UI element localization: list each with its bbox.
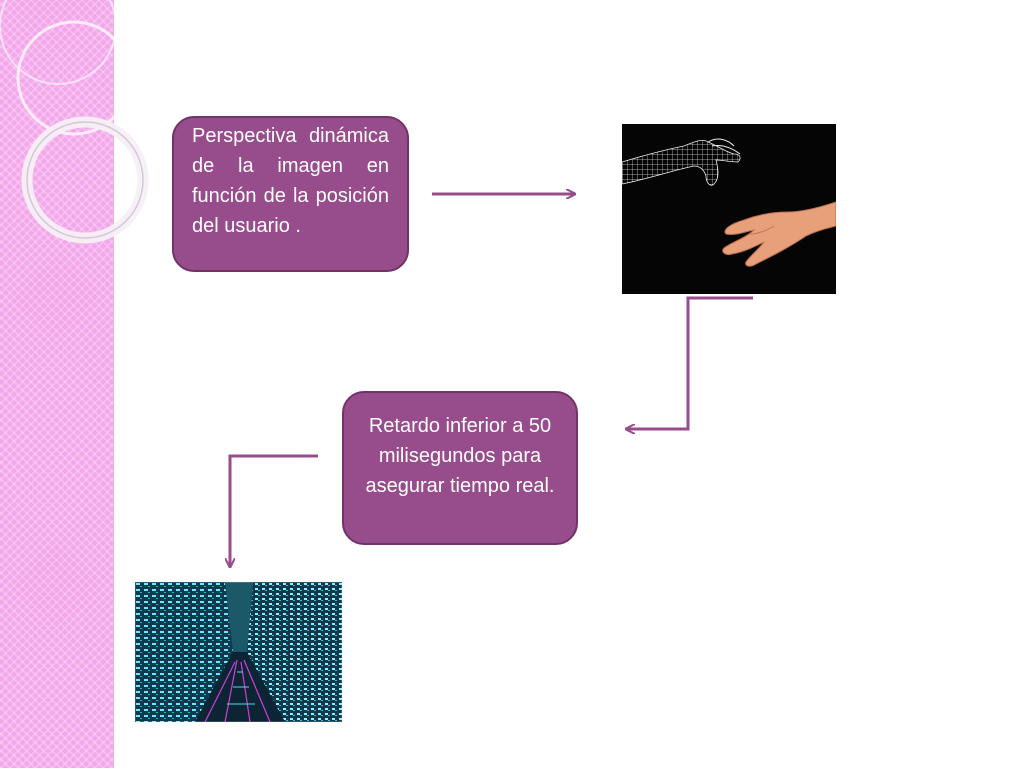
text-box-perspectiva-label: Perspectiva dinámica de la imagen en fun…	[192, 125, 389, 237]
deco-circle-top	[16, 20, 132, 136]
text-box-retardo-label: Retardo inferior a 50 milisegundos para …	[365, 415, 555, 497]
deco-circle-corner	[0, 0, 117, 85]
image-hands	[622, 124, 836, 294]
arrow-hands-to-box2	[627, 296, 753, 429]
hands-illustration	[622, 138, 836, 267]
wireframe-hand	[622, 138, 741, 186]
image-digital-city	[135, 582, 342, 722]
digital-city-illustration	[135, 582, 342, 722]
arrow-box2-to-city	[230, 454, 318, 566]
text-box-retardo: Retardo inferior a 50 milisegundos para …	[342, 391, 578, 545]
deco-ring-outline	[26, 121, 144, 239]
text-box-perspectiva: Perspectiva dinámica de la imagen en fun…	[172, 116, 409, 272]
human-hand	[722, 201, 836, 267]
